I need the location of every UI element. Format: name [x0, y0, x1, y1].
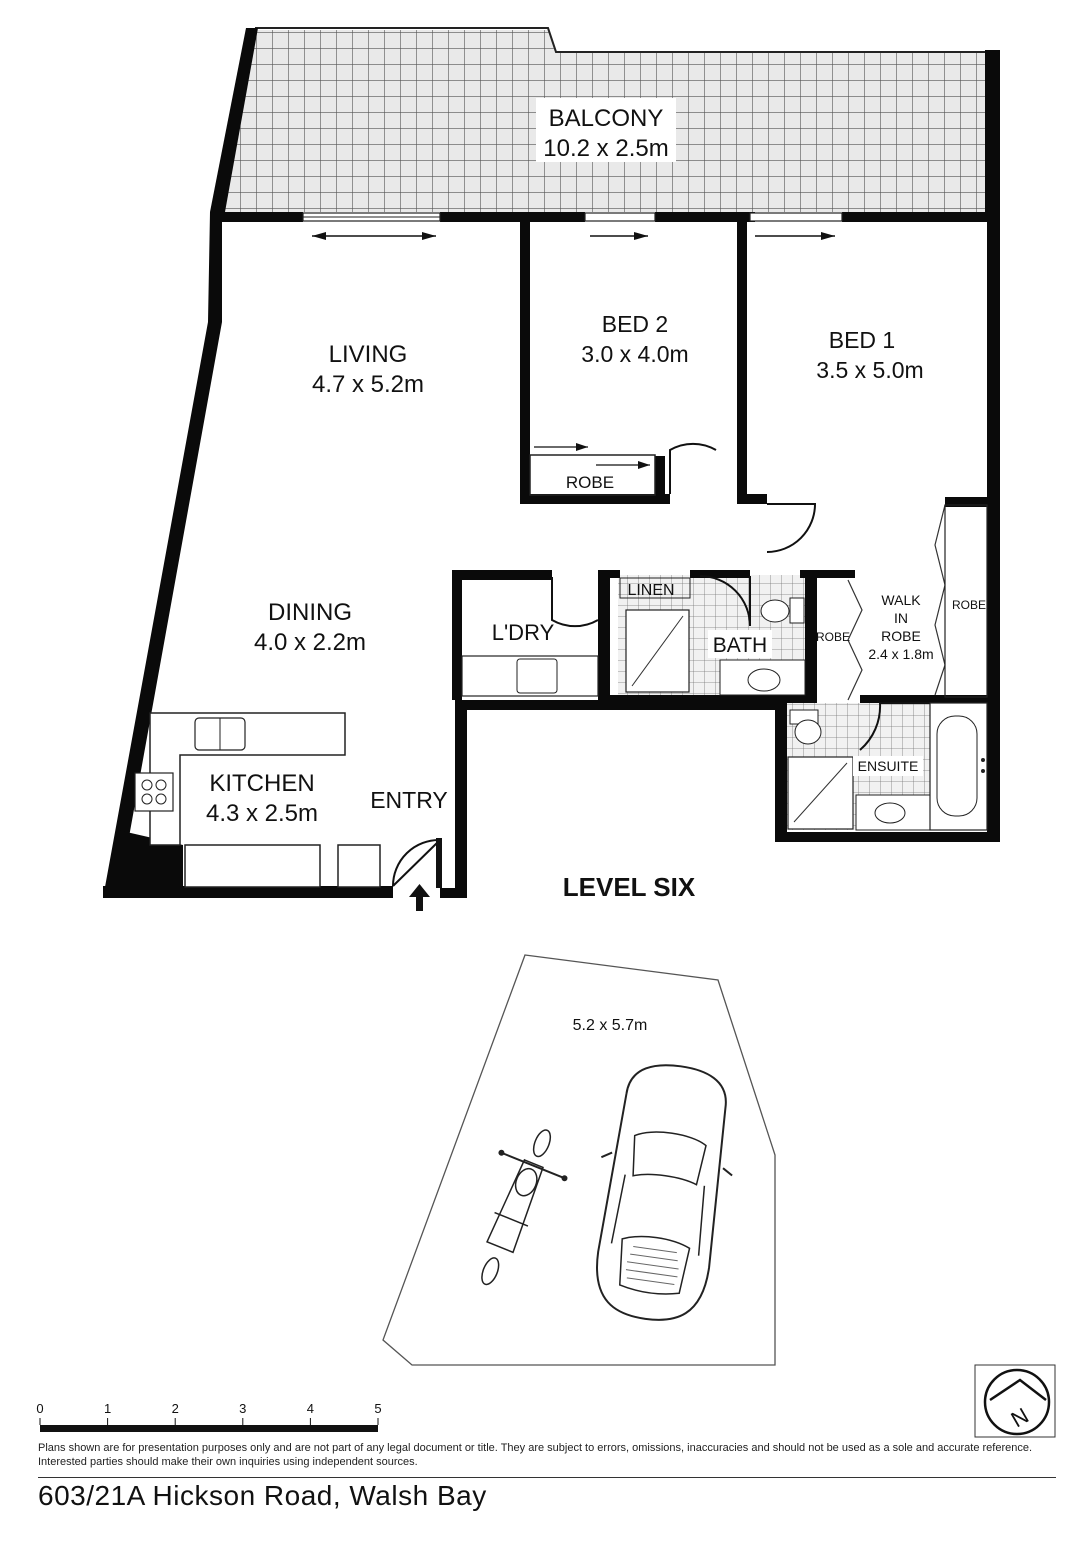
kitchen-bench-rear	[184, 844, 321, 888]
balcony-label: BALCONY	[549, 105, 664, 132]
walk-in-robe-size: 2.4 x 1.8m	[868, 646, 933, 662]
fridge-space	[337, 844, 381, 888]
dining-size: 4.0 x 2.2m	[254, 629, 366, 656]
parking-space: 5.2 x 5.7m	[382, 954, 776, 1366]
bed2-robe-label: ROBE	[566, 473, 614, 492]
disclaimer: Plans shown are for presentation purpose…	[38, 1442, 1033, 1468]
living-size: 4.7 x 5.2m	[312, 371, 424, 398]
room-labels: LIVING 4.7 x 5.2m BED 2 3.0 x 4.0m BED 1…	[206, 311, 986, 902]
balcony-edge	[255, 27, 998, 53]
bed1-label: BED 1	[829, 327, 895, 353]
robes	[529, 443, 988, 701]
balcony: BALCONY 10.2 x 2.5m	[224, 27, 998, 212]
bed2-label: BED 2	[602, 311, 668, 337]
walls	[103, 212, 1000, 898]
living-label: LIVING	[329, 341, 408, 368]
balcony-posts	[210, 28, 1000, 214]
ensuite-label: ENSUITE	[858, 758, 919, 774]
ensuite-toilet-icon	[789, 709, 822, 745]
parking-size: 5.2 x 5.7m	[573, 1017, 648, 1034]
kitchen-size: 4.3 x 2.5m	[206, 800, 318, 827]
scale-tick-1: 1	[104, 1401, 111, 1416]
scale-tick-0: 0	[36, 1401, 43, 1416]
walk-in-robe-line3: ROBE	[881, 628, 921, 644]
laundry-label: L'DRY	[492, 620, 555, 645]
divider	[38, 1477, 1056, 1478]
property-address: 603/21A Hickson Road, Walsh Bay	[38, 1480, 487, 1511]
kitchen-label: KITCHEN	[209, 770, 314, 797]
ensuite-basin-icon	[874, 802, 906, 824]
north-compass-icon: N	[974, 1364, 1056, 1438]
bath-toilet-icon	[760, 597, 805, 624]
bed2-size: 3.0 x 4.0m	[581, 341, 688, 367]
balcony-size: 10.2 x 2.5m	[543, 135, 668, 162]
scale-bar: 0 1 2 3 4 5	[36, 1401, 382, 1432]
bath-basin-icon	[747, 668, 781, 692]
scale-tick-3: 3	[239, 1401, 246, 1416]
motorbike-icon	[481, 1129, 568, 1286]
fixtures	[134, 597, 988, 888]
robe-right-label: ROBE	[952, 598, 986, 612]
windows	[302, 212, 843, 240]
level-label: LEVEL SIX	[563, 872, 696, 902]
scale-tick-2: 2	[172, 1401, 179, 1416]
walk-in-robe-line2: IN	[894, 610, 908, 626]
car-icon	[596, 1064, 733, 1321]
entry-arrow-icon	[409, 884, 430, 911]
scale-tick-5: 5	[374, 1401, 381, 1416]
entry-label: ENTRY	[370, 787, 448, 813]
linen-label: LINEN	[627, 582, 674, 599]
dining-label: DINING	[268, 599, 352, 626]
bathtub-icon	[929, 702, 988, 831]
floor-plan: BALCONY 10.2 x 2.5m	[36, 27, 1056, 1438]
robe-left-label: ROBE	[816, 630, 850, 644]
cooktop-icon	[134, 772, 174, 812]
bath-label: BATH	[713, 634, 767, 657]
walk-in-robe-line1: WALK	[881, 592, 921, 608]
doors	[392, 442, 940, 888]
bed1-size: 3.5 x 5.0m	[816, 357, 923, 383]
laundry-tub-icon	[516, 658, 558, 694]
scale-tick-4: 4	[307, 1401, 314, 1416]
